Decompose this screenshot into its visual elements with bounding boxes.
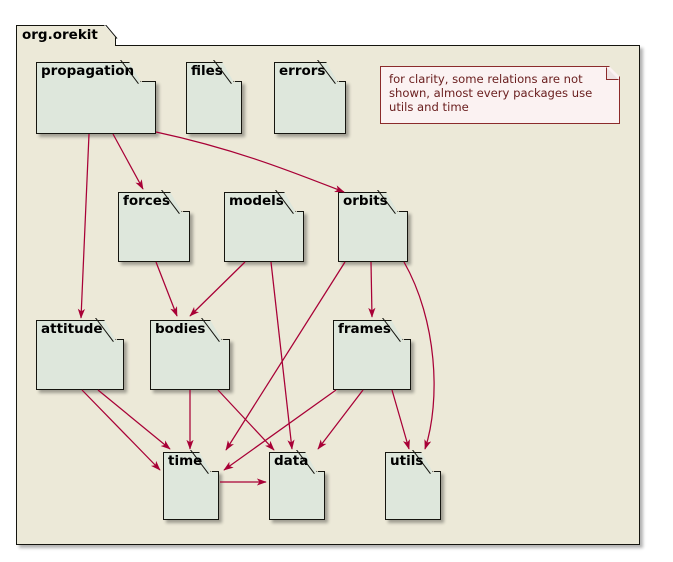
package-tab-files (186, 61, 235, 84)
package-files[interactable]: files (186, 61, 242, 134)
package-orbits[interactable]: orbits (338, 191, 408, 262)
package-label-errors: errors (279, 63, 326, 79)
package-body-models (224, 211, 304, 262)
package-tab-forces (118, 191, 183, 214)
package-body-bodies (150, 339, 230, 390)
package-label-propagation: propagation (41, 63, 135, 79)
package-propagation[interactable]: propagation (36, 61, 156, 134)
package-tab-propagation (36, 61, 142, 84)
package-label-data: data (274, 453, 309, 469)
package-tab-errors (274, 61, 339, 84)
package-body-attitude (36, 339, 124, 390)
package-attitude[interactable]: attitude (36, 319, 124, 390)
package-label-time: time (168, 453, 203, 469)
package-body-propagation (36, 81, 156, 134)
package-label-frames: frames (338, 321, 391, 337)
package-utils[interactable]: utils (385, 451, 441, 520)
package-body-frames (333, 339, 411, 390)
package-tab-time (163, 451, 212, 474)
note-clarity: for clarity, some relations are not show… (380, 66, 620, 124)
note-text: for clarity, some relations are not show… (389, 72, 593, 115)
package-errors[interactable]: errors (274, 61, 346, 134)
package-label-files: files (191, 63, 223, 79)
package-tab-bodies (150, 319, 223, 342)
package-body-forces (118, 211, 190, 262)
package-tab-utils (385, 451, 434, 474)
package-label-forces: forces (123, 193, 170, 209)
package-body-time (163, 471, 219, 520)
package-label-utils: utils (390, 453, 424, 469)
outer-package-name: org.orekit (22, 27, 98, 43)
package-data[interactable]: data (269, 451, 325, 520)
package-models[interactable]: models (224, 191, 304, 262)
package-body-errors (274, 81, 346, 134)
package-body-orbits (338, 211, 408, 262)
package-label-orbits: orbits (343, 193, 388, 209)
package-label-models: models (229, 193, 284, 209)
package-body-files (186, 81, 242, 134)
package-bodies[interactable]: bodies (150, 319, 230, 390)
package-frames[interactable]: frames (333, 319, 411, 390)
package-body-utils (385, 471, 441, 520)
package-tab-orbits (338, 191, 399, 214)
package-time[interactable]: time (163, 451, 219, 520)
package-tab-attitude (36, 319, 117, 342)
package-forces[interactable]: forces (118, 191, 190, 262)
package-body-data (269, 471, 325, 520)
package-label-bodies: bodies (155, 321, 206, 337)
package-label-attitude: attitude (41, 321, 103, 337)
